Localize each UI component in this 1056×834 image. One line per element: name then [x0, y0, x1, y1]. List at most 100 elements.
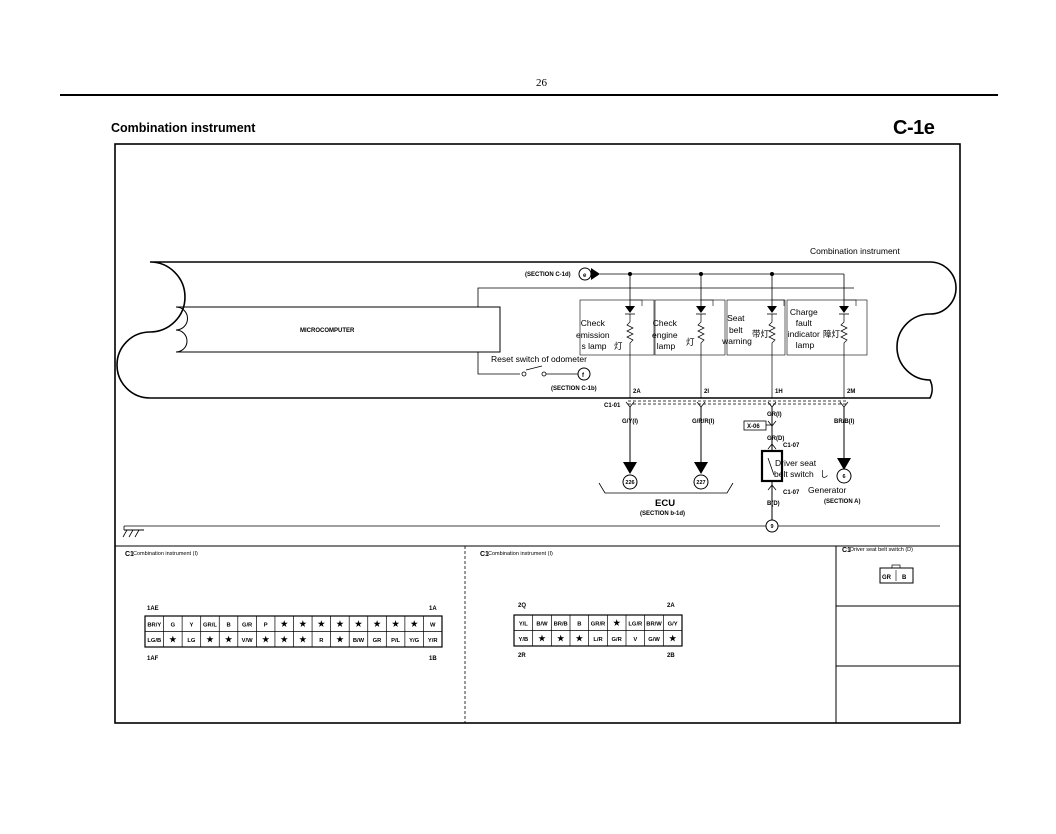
c1-mid-top-left: 2Q — [518, 603, 526, 609]
connector-c107-top: C1-07 — [783, 443, 800, 449]
c1-left-prefix: C1 — [125, 551, 134, 558]
node-e-label: e — [583, 273, 587, 279]
c1-left-cell-2-14: P/L — [391, 638, 400, 644]
reset-switch-contact — [521, 371, 527, 377]
node-9 — [765, 519, 779, 533]
c1-left-cell-2-13: GR — [373, 638, 383, 644]
ecu-label: ECU — [655, 498, 675, 509]
c1-mid-top-right: 2A — [667, 603, 675, 609]
connector-c107-bottom: C1-07 — [783, 490, 800, 496]
lamp-label-4: Charge fault indicator lamp — [788, 307, 823, 350]
c1-left-top-right: 1A — [429, 606, 437, 612]
c1-mid-cell-2-4: ★ — [576, 634, 584, 643]
reset-switch-label: Reset switch of odometer — [491, 354, 587, 364]
c1-left-cell-1-14: ★ — [392, 619, 400, 628]
header-rule — [60, 94, 998, 96]
c1-left-cell-1-5: B — [226, 622, 230, 628]
wire-brb: BR/B(I) — [834, 419, 854, 425]
wire-b-d: B(D) — [767, 501, 780, 507]
section-a-label: (SECTION A) — [824, 499, 860, 505]
c1-left-cell-1-9: ★ — [299, 619, 307, 628]
lamp-circuit-3 — [767, 272, 785, 398]
lamp-cn-2: 灯 — [686, 337, 695, 348]
c1-mid-cell-2-5: L/R — [593, 637, 603, 643]
c1-left-cell-2-9: ★ — [299, 635, 307, 644]
pin-2a: 2A — [633, 389, 641, 395]
connector-x06-label: X-06 — [747, 424, 760, 430]
connector-c101-label: C1-01 — [604, 403, 621, 409]
c1-right-pin-2: B — [902, 575, 907, 581]
c1-left-cell-2-4: ★ — [206, 635, 214, 644]
c1-left-cell-2-5: ★ — [225, 635, 233, 644]
c1-left-bottom-left: 1AF — [147, 656, 159, 662]
c1-mid-cell-2-3: ★ — [557, 634, 565, 643]
c1-mid-cell-1-1: Y/L — [519, 621, 528, 627]
c1-left-cell-2-10: R — [319, 638, 324, 644]
microcomputer-label: MICROCOMPUTER — [300, 328, 355, 334]
c1-left-cell-2-3: LG — [187, 638, 196, 644]
c1-left-bottom-right: 1B — [429, 656, 437, 662]
c1-mid-cell-2-2: ★ — [538, 634, 546, 643]
lamp-cn-3: 带灯 — [752, 329, 770, 340]
c1-left-cell-1-15: ★ — [411, 619, 419, 628]
c1-left-cell-2-6: V/W — [242, 638, 253, 644]
page-number: 26 — [536, 77, 547, 89]
wire-grr: G/R/R(I) — [692, 419, 714, 425]
c1-left-cell-2-15: Y/G — [409, 638, 419, 644]
ecu-bracket — [598, 482, 734, 494]
c1-mid-cell-1-9: G/Y — [668, 621, 678, 627]
node-227 — [693, 474, 709, 490]
c1-left-title: Combination instrument (I) — [133, 551, 198, 557]
section-code: C-1e — [893, 117, 935, 139]
svg-text:226: 226 — [625, 480, 634, 486]
c1-left-cell-2-8: ★ — [281, 635, 289, 644]
svg-text:6: 6 — [842, 474, 845, 480]
c1-left-top-left: 1AE — [147, 606, 159, 612]
c1-left-cell-2-7: ★ — [262, 635, 270, 644]
c1-left-cell-1-10: ★ — [318, 619, 326, 628]
c1-mid-bottom-left: 2R — [518, 653, 526, 659]
section-c1b-label: (SECTION C-1b) — [551, 386, 597, 392]
c1-mid-cell-2-6: G/R — [612, 637, 623, 643]
combination-instrument-outline — [116, 261, 957, 399]
diagram-frame — [114, 143, 961, 724]
c1-mid-cell-1-3: BR/B — [554, 621, 568, 627]
lamp-circuit-1 — [625, 272, 643, 398]
generator-label: Generator — [808, 485, 846, 495]
c1-mid-cell-1-8: BR/W — [646, 621, 662, 627]
c1-left-cell-1-8: ★ — [281, 619, 289, 628]
pin-1h: 1H — [775, 389, 783, 395]
c1-mid-cell-2-1: Y/B — [518, 637, 528, 643]
c1-left-cell-1-11: ★ — [336, 619, 344, 628]
c1-left-cell-1-6: G/R — [242, 622, 253, 628]
c1-left-cell-2-16: Y/R — [428, 638, 438, 644]
c1-mid-title: Combination instrument (I) — [488, 551, 553, 557]
c1-left-cell-1-13: ★ — [373, 619, 381, 628]
c1-left-cell-2-2: ★ — [169, 635, 177, 644]
c1-mid-cell-2-8: G/W — [648, 637, 660, 643]
c1-mid-cell-1-5: GR/R — [591, 621, 606, 627]
c1-right-pin-1: GR — [882, 575, 892, 581]
node-f-label: f — [582, 373, 585, 379]
c1-mid-cell-1-4: B — [577, 621, 581, 627]
ecu-section-label: (SECTION b-1d) — [640, 511, 685, 517]
c1-left-cell-1-12: ★ — [355, 619, 363, 628]
node-f — [577, 367, 591, 381]
wire-gy: G/Y(I) — [622, 419, 638, 425]
pin-2i: 2I — [704, 389, 709, 395]
lamp-label-1: Check emission s lamp — [576, 318, 612, 351]
lamp-cn-4: 障灯 — [823, 329, 841, 340]
svg-text:227: 227 — [696, 480, 705, 486]
lamp-circuit-4 — [839, 274, 857, 398]
connector-x06 — [743, 420, 767, 431]
microcomputer-box — [175, 306, 501, 353]
c1-left-cell-1-2: G — [171, 622, 176, 628]
lamp-label-2: Check engine lamp — [652, 318, 680, 351]
wire-gr-d: GR(D) — [767, 436, 784, 442]
lamp-label-3: Seat belt warning — [721, 313, 752, 346]
wire-gr: GR(I) — [767, 412, 782, 418]
c1-left-cell-1-4: GR/L — [203, 622, 217, 628]
c1-mid-prefix: C1 — [480, 551, 489, 558]
node-6 — [836, 468, 852, 484]
